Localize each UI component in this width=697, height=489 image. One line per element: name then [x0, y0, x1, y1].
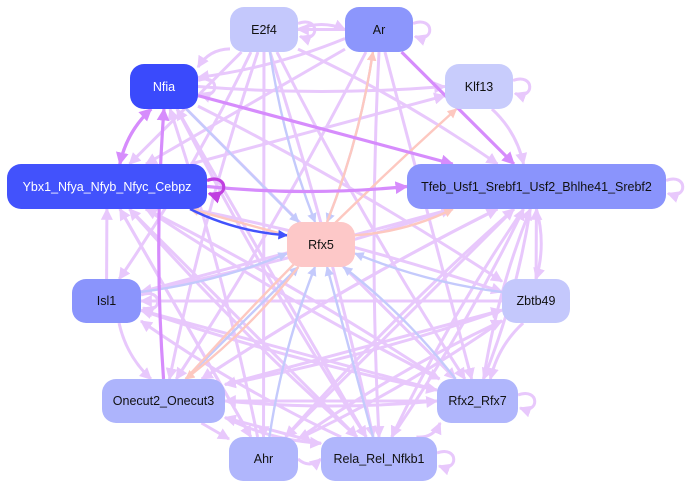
node-rfx2-rfx7[interactable]: Rfx2_Rfx7 — [437, 379, 518, 423]
edge-rfx2-to-rfx5 — [342, 266, 457, 380]
edge-ybx1-to-tfeb — [206, 181, 409, 195]
edge-rela-to-rfx2 — [416, 421, 442, 439]
edge-ybx1-to-ybx1 — [206, 177, 226, 204]
edge-e2f4-to-e2f4 — [297, 20, 317, 46]
node-isl1[interactable]: Isl1 — [72, 279, 141, 323]
node-label: Klf13 — [464, 79, 494, 94]
edge-rfx2-to-ybx1 — [144, 207, 441, 381]
edge-rela-to-nfia — [175, 107, 368, 438]
node-ahr[interactable]: Ahr — [229, 437, 298, 481]
edge-ahr-to-rfx5 — [268, 266, 317, 438]
node-klf13[interactable]: Klf13 — [445, 64, 513, 109]
node-ybx1-nfya-nfyb-nfyc-cebpz[interactable]: Ybx1_Nfya_Nfyb_Nfyc_Cebpz — [7, 164, 207, 209]
edge-ar-to-onecut2 — [175, 51, 368, 381]
edge-ybx1-to-rfx2 — [145, 207, 441, 381]
edge-nfia-to-ybx1 — [115, 107, 153, 166]
edge-rela-to-tfeb — [390, 207, 525, 438]
node-ar[interactable]: Ar — [345, 7, 413, 52]
edge-ybx1-to-nfia — [118, 107, 153, 165]
edge-rfx5-to-tfeb — [354, 207, 454, 237]
node-onecut2-onecut3[interactable]: Onecut2_Onecut3 — [102, 379, 225, 423]
node-rfx5[interactable]: Rfx5 — [287, 222, 355, 267]
edge-rfx2-to-rfx2 — [517, 392, 537, 418]
edge-ybx1-to-rfx5 — [189, 207, 288, 240]
node-label: Ahr — [253, 452, 274, 466]
edge-ahr-to-tfeb — [284, 207, 515, 438]
edge-klf13-to-tfeb — [490, 107, 528, 166]
edge-e2f4-to-rfx2 — [275, 51, 467, 381]
edge-rela-to-rela — [436, 450, 456, 476]
edge-ar-to-ar — [412, 20, 432, 46]
node-label: Rfx5 — [308, 237, 334, 252]
edge-e2f4-to-rfx5 — [268, 51, 317, 223]
node-tfeb-usf1-srebf1-usf2-bhlhe41-srebf2[interactable]: Tfeb_Usf1_Srebf1_Usf2_Bhlhe41_Srebf2 — [407, 164, 666, 209]
edge-ahr-to-nfia — [167, 107, 260, 438]
edge-e2f4-to-nfia — [196, 47, 231, 69]
node-label: Isl1 — [96, 294, 117, 308]
edge-ar-to-rela — [372, 51, 385, 439]
edge-rela-to-isl1 — [140, 319, 342, 439]
edge-rfx2-to-isl1 — [139, 307, 438, 392]
node-label: Zbtb49 — [516, 294, 556, 308]
node-label: Nfia — [152, 79, 176, 94]
edge-rela-to-rfx5 — [324, 266, 375, 438]
node-label: Ybx1_Nfya_Nfyb_Nfyc_Cebpz — [22, 179, 192, 194]
edge-tfeb-to-tfeb — [665, 177, 685, 203]
node-label: E2f4 — [251, 22, 277, 37]
edge-nfia-to-klf13 — [197, 81, 447, 94]
edge-rfx5-to-ybx1 — [189, 206, 288, 237]
edge-zbtb49-to-ahr — [296, 319, 503, 441]
node-label: Rfx2_Rfx7 — [448, 394, 507, 408]
edge-zbtb49-to-rfx2 — [486, 321, 525, 381]
edge-onecut2-to-nfia — [156, 107, 170, 380]
node-nfia[interactable]: Nfia — [130, 64, 198, 109]
edge-nfia-to-tfeb — [197, 94, 454, 168]
edge-rfx5-to-onecut2 — [184, 266, 300, 380]
node-label: Onecut2_Onecut3 — [112, 394, 215, 408]
edge-tfeb-to-ahr — [284, 207, 516, 439]
edge-rela-to-onecut2 — [223, 414, 322, 445]
node-rela-rel-nfkb1[interactable]: Rela_Rel_Nfkb1 — [321, 437, 437, 481]
node-zbtb49[interactable]: Zbtb49 — [502, 279, 570, 323]
edge-onecut2-to-ahr — [200, 421, 231, 441]
node-label: Rela_Rel_Nfkb1 — [333, 452, 425, 466]
edge-nfia-to-rela — [175, 108, 368, 439]
node-e2f4[interactable]: E2f4 — [230, 7, 298, 52]
edge-tfeb-to-rela — [390, 208, 525, 439]
edge-ahr-to-ybx1 — [118, 207, 253, 438]
node-label: Ar — [372, 22, 386, 37]
edge-nfia-to-nfia — [197, 77, 217, 103]
edge-nfia-to-rfx5 — [185, 108, 300, 223]
edge-ybx1-to-klf13 — [190, 92, 447, 166]
edge-isl1-to-onecut2 — [117, 322, 152, 381]
edge-klf13-to-klf13 — [512, 77, 532, 103]
node-label: Tfeb_Usf1_Srebf1_Usf2_Bhlhe41_Srebf2 — [421, 179, 652, 194]
edge-zbtb49-to-rfx5 — [354, 252, 503, 294]
edge-ahr-to-rela — [297, 457, 322, 471]
edge-isl1-to-rfx2 — [140, 308, 439, 394]
edge-ahr-to-zbtb49 — [297, 319, 504, 441]
edge-ar-to-ybx1 — [144, 47, 346, 166]
